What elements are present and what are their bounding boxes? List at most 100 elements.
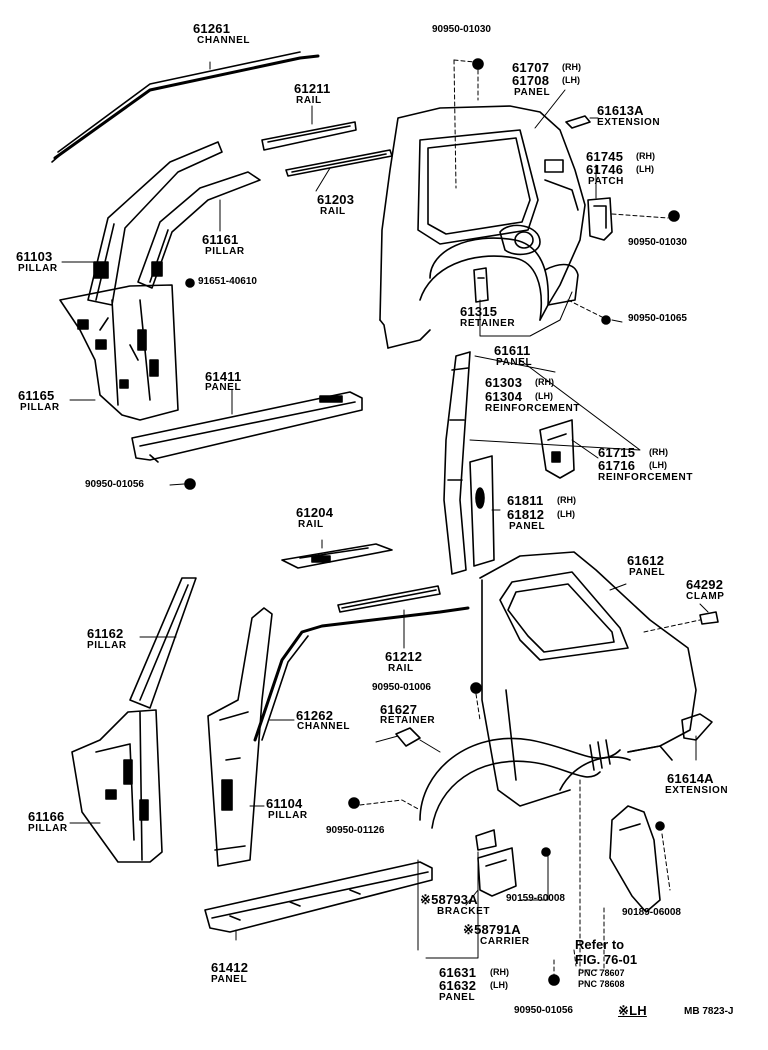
part-number-61708: 61708: [512, 73, 550, 88]
part-name-panel: PANEL: [496, 357, 533, 368]
part-name-extension: EXTENSION: [597, 117, 661, 128]
part-name-pillar: PILLAR: [268, 810, 308, 821]
part-number-90950-01030: 90950-01030: [432, 24, 491, 35]
part-number-61707: 61707: [512, 60, 550, 75]
pillar-61103: [87, 141, 223, 306]
pillar-61165: [59, 284, 179, 421]
part-name-panel: PANEL: [205, 382, 242, 393]
patch-61745-61746: [587, 197, 613, 241]
reinforcement-61715: [539, 419, 575, 479]
part-name-pillar: PILLAR: [205, 246, 245, 257]
clamp-64292: [699, 611, 719, 625]
part-name-rail: RAIL: [298, 519, 324, 530]
part-number-61161: 61161: [202, 232, 239, 247]
part-number-58793a: ※58793A: [420, 892, 478, 907]
side-rh: (RH): [562, 62, 581, 72]
part-number-61204: 61204: [296, 505, 334, 520]
reference-note: Refer to: [575, 937, 625, 952]
panel-61411: [131, 391, 363, 463]
part-number-61613a: 61613A: [597, 103, 644, 118]
part-number-61212: 61212: [385, 649, 423, 664]
part-number-61211: 61211: [294, 81, 331, 96]
part-number-61811: 61811: [507, 493, 544, 508]
part-name-bracket: BRACKET: [437, 906, 491, 917]
part-name-retainer: RETAINER: [460, 318, 516, 329]
part-number-61632: 61632: [439, 978, 477, 993]
part-name-panel: PANEL: [629, 567, 666, 578]
side-rh: (RH): [535, 377, 554, 387]
part-number-90950-01065: 90950-01065: [628, 313, 687, 324]
channel-61262: [253, 606, 470, 742]
part-number-61812: 61812: [507, 507, 545, 522]
retainer-61315: [473, 267, 489, 303]
part-number-61716: 61716: [598, 458, 636, 473]
part-number-61411: 61411: [205, 369, 242, 384]
side-rh: (RH): [490, 967, 509, 977]
part-name-extension: EXTENSION: [665, 785, 729, 796]
part-number-61165: 61165: [18, 388, 55, 403]
pillar-61166: [71, 709, 163, 863]
part-number-90950-01030: 90950-01030: [628, 237, 687, 248]
part-number-90950-01126: 90950-01126: [326, 825, 385, 836]
rail-61204: [281, 543, 393, 569]
part-name-reinforcement: REINFORCEMENT: [598, 472, 694, 483]
part-number-64292: 64292: [686, 577, 724, 592]
mudguard: [609, 805, 661, 913]
part-number-90950-01056: 90950-01056: [514, 1005, 573, 1016]
part-number-61412: 61412: [211, 960, 249, 975]
rail-61212: [337, 585, 441, 613]
part-name-pillar: PILLAR: [20, 402, 60, 413]
retainer-61627: [395, 727, 421, 747]
rail-61211: [261, 121, 357, 151]
dashed-guide-lines: [359, 59, 701, 976]
part-number-61304: 61304: [485, 389, 523, 404]
panel-61412: [204, 861, 433, 933]
part-name-panel: PANEL: [439, 992, 476, 1003]
pillar-61161: [137, 171, 261, 289]
part-number-90950-01056: 90950-01056: [85, 479, 144, 490]
lh-note: ※LH: [618, 1003, 647, 1018]
side-lh: (LH): [636, 164, 654, 174]
panel-61811: [469, 455, 495, 567]
rail-61203: [285, 149, 393, 177]
side-lh: (LH): [649, 460, 667, 470]
part-number-91651-40610: 91651-40610: [198, 276, 257, 287]
part-name-clamp: CLAMP: [686, 591, 725, 602]
part-number-61612: 61612: [627, 553, 665, 568]
pillar-61162: [129, 577, 197, 709]
part-name-pillar: PILLAR: [28, 823, 68, 834]
part-name-carrier: CARRIER: [480, 936, 530, 947]
side-rh: (RH): [557, 495, 576, 505]
part-number-61746: 61746: [586, 162, 624, 177]
part-name-panel: PANEL: [211, 974, 248, 985]
part-name-channel: CHANNEL: [197, 35, 251, 46]
part-name-rail: RAIL: [296, 95, 322, 106]
part-number-90950-01006: 90950-01006: [372, 682, 431, 693]
part-number-90159-60008: 90159-60008: [506, 893, 565, 904]
part-number-61627: 61627: [380, 702, 418, 717]
part-name-channel: CHANNEL: [297, 721, 351, 732]
reference-pnc: PNC 78607: [578, 968, 625, 978]
extension-61613a: [565, 115, 591, 129]
extension-61614a: [681, 713, 713, 741]
pillar-61104: [207, 607, 273, 867]
part-name-pillar: PILLAR: [87, 640, 127, 651]
part-name-patch: PATCH: [588, 176, 624, 187]
part-number-61614a: 61614A: [667, 771, 714, 786]
part-name-panel: PANEL: [509, 521, 546, 532]
part-number-58791a: ※58791A: [463, 922, 521, 937]
side-lh: (LH): [535, 391, 553, 401]
bracket-58793a: [475, 829, 497, 851]
side-lh: (LH): [557, 509, 575, 519]
part-name-pillar: PILLAR: [18, 263, 58, 274]
leader-lines: [61, 61, 709, 959]
reinforcement-61303: [443, 351, 471, 575]
side-rh: (RH): [636, 151, 655, 161]
part-number-61303: 61303: [485, 375, 523, 390]
reference-pnc: PNC 78608: [578, 979, 625, 989]
part-number-61103: 61103: [16, 249, 53, 264]
part-number-61104: 61104: [266, 796, 303, 811]
part-name-rail: RAIL: [388, 663, 414, 674]
part-name-reinforcement: REINFORCEMENT: [485, 403, 581, 414]
